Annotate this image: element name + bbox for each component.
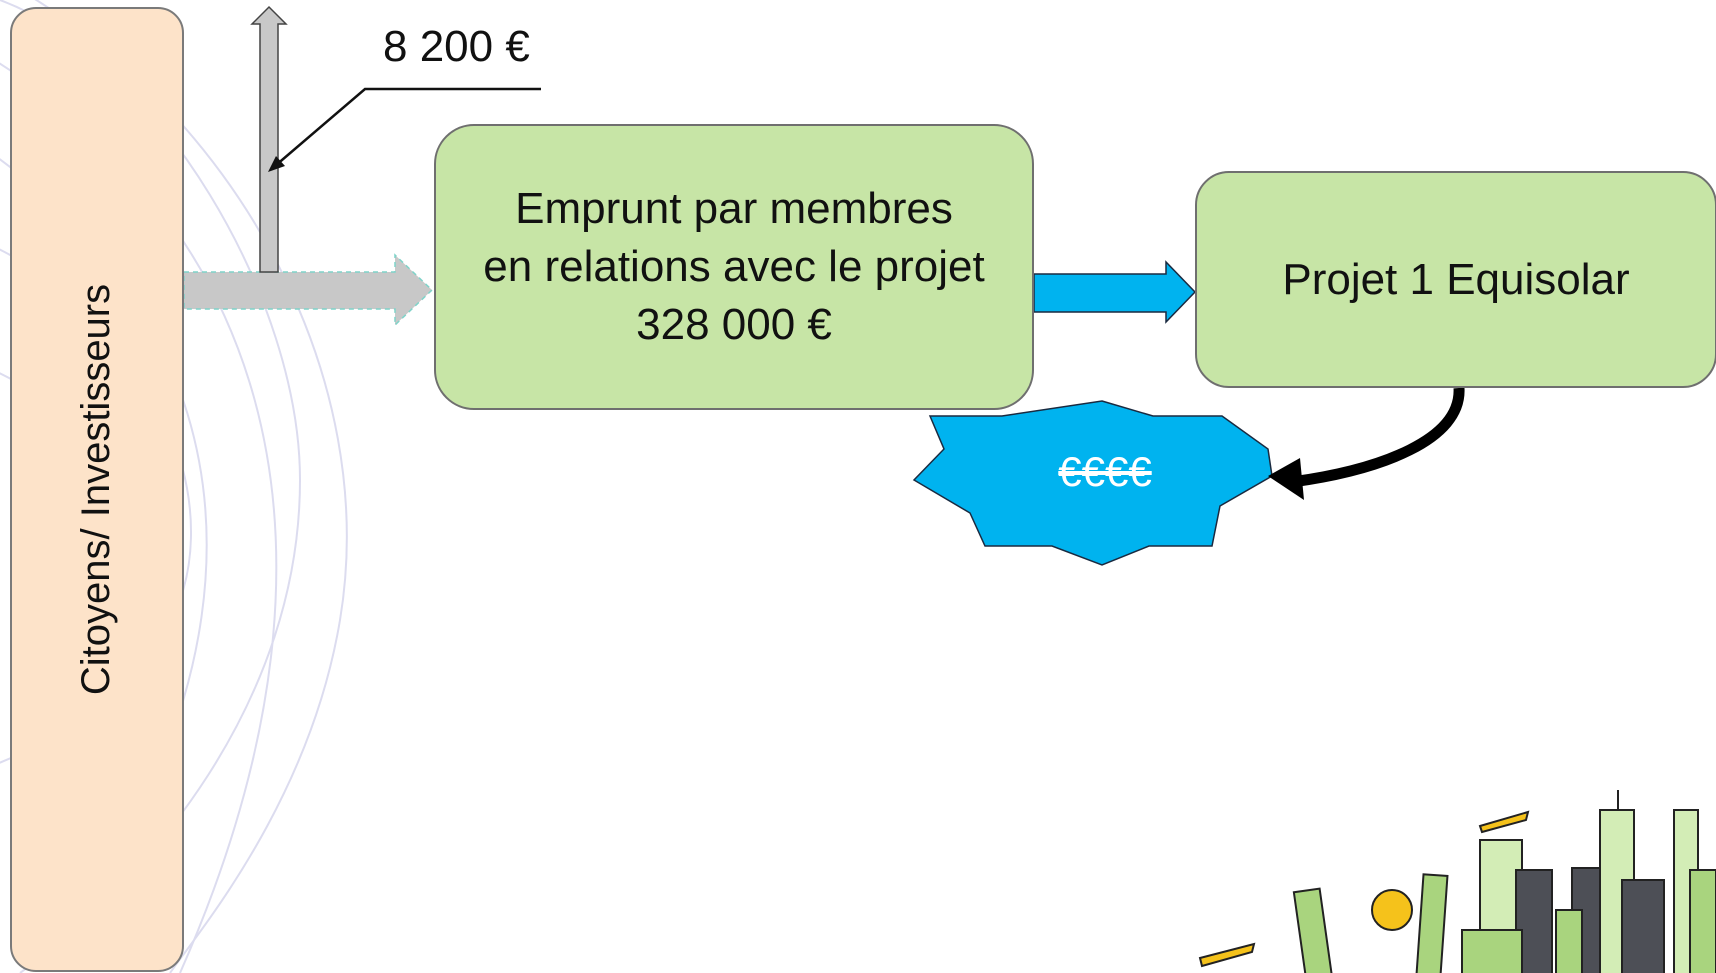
investors-box: Citoyens/ Investisseurs: [10, 7, 184, 972]
investors-label: Citoyens/ Investisseurs: [74, 283, 119, 696]
returns-starburst: [912, 400, 1273, 566]
city-skyline-illustration: [1198, 790, 1716, 973]
side-amount-label: 8 200 €: [383, 22, 530, 71]
loan-box: Emprunt par membres en relations avec le…: [434, 124, 1034, 410]
outflow-up-arrow: [250, 5, 288, 273]
amount-callout-line: [274, 87, 541, 167]
returns-label: €€€€: [1058, 448, 1152, 495]
returns-curved-arrow: [1291, 387, 1465, 488]
investment-flow-arrow: [183, 253, 434, 327]
loan-to-project-arrow: [1033, 260, 1197, 324]
project-box: Projet 1 Equisolar: [1195, 171, 1716, 388]
project-label: Projet 1 Equisolar: [1282, 254, 1630, 304]
loan-line-1: Emprunt par membres: [515, 184, 953, 233]
loan-line-2: en relations avec le projet: [483, 242, 985, 291]
loan-amount: 328 000 €: [636, 300, 832, 349]
